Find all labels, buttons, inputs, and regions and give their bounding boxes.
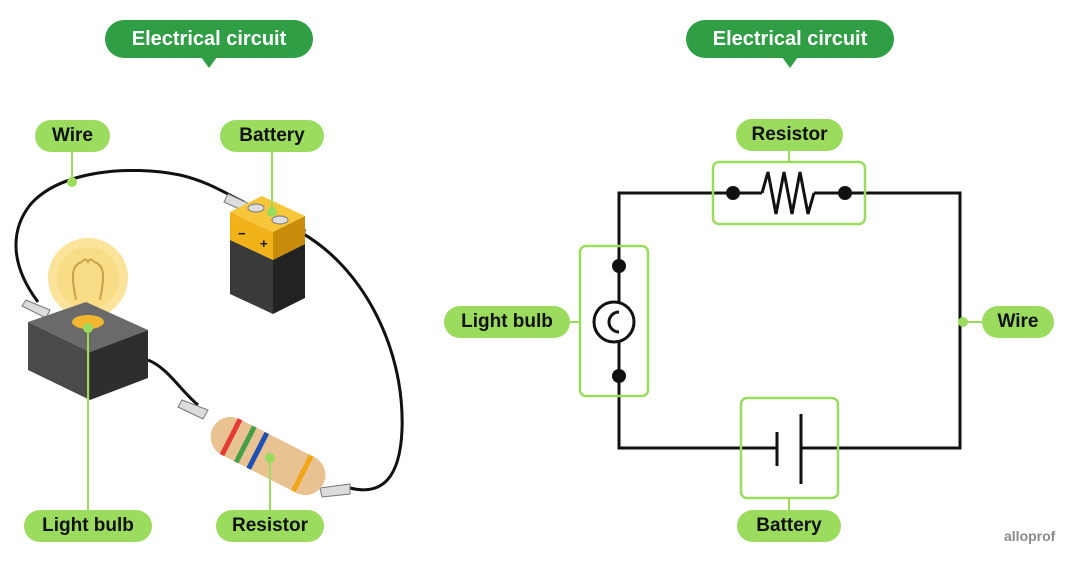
label-wire-left: Wire — [35, 120, 110, 152]
battery-positive-mark: + — [260, 236, 268, 251]
label-battery-left: Battery — [220, 120, 324, 152]
right-leader-lines — [568, 150, 982, 512]
light-bulb-symbol — [592, 259, 636, 383]
label-light-bulb-left: Light bulb — [24, 510, 152, 542]
label-resistor-right: Resistor — [736, 119, 843, 151]
label-wire-right: Wire — [982, 306, 1054, 338]
wire-bulb-to-battery — [14, 168, 245, 303]
wire-bulb-to-resistor — [147, 358, 199, 407]
label-resistor-left: Resistor — [216, 510, 324, 542]
schematic-wire-loop — [617, 191, 962, 450]
right-diagram-title: Electrical circuit — [686, 20, 894, 68]
wire-battery-to-resistor — [299, 230, 404, 492]
left-diagram-title: Electrical circuit — [105, 20, 313, 68]
battery-negative-mark: − — [238, 226, 246, 241]
label-light-bulb-right: Light bulb — [444, 306, 570, 338]
left-leader-lines — [67, 150, 277, 512]
resistor-symbol — [726, 171, 852, 215]
label-battery-right: Battery — [737, 510, 841, 542]
battery-symbol — [775, 414, 803, 484]
brand-logo-text: alloprof — [1004, 528, 1056, 544]
